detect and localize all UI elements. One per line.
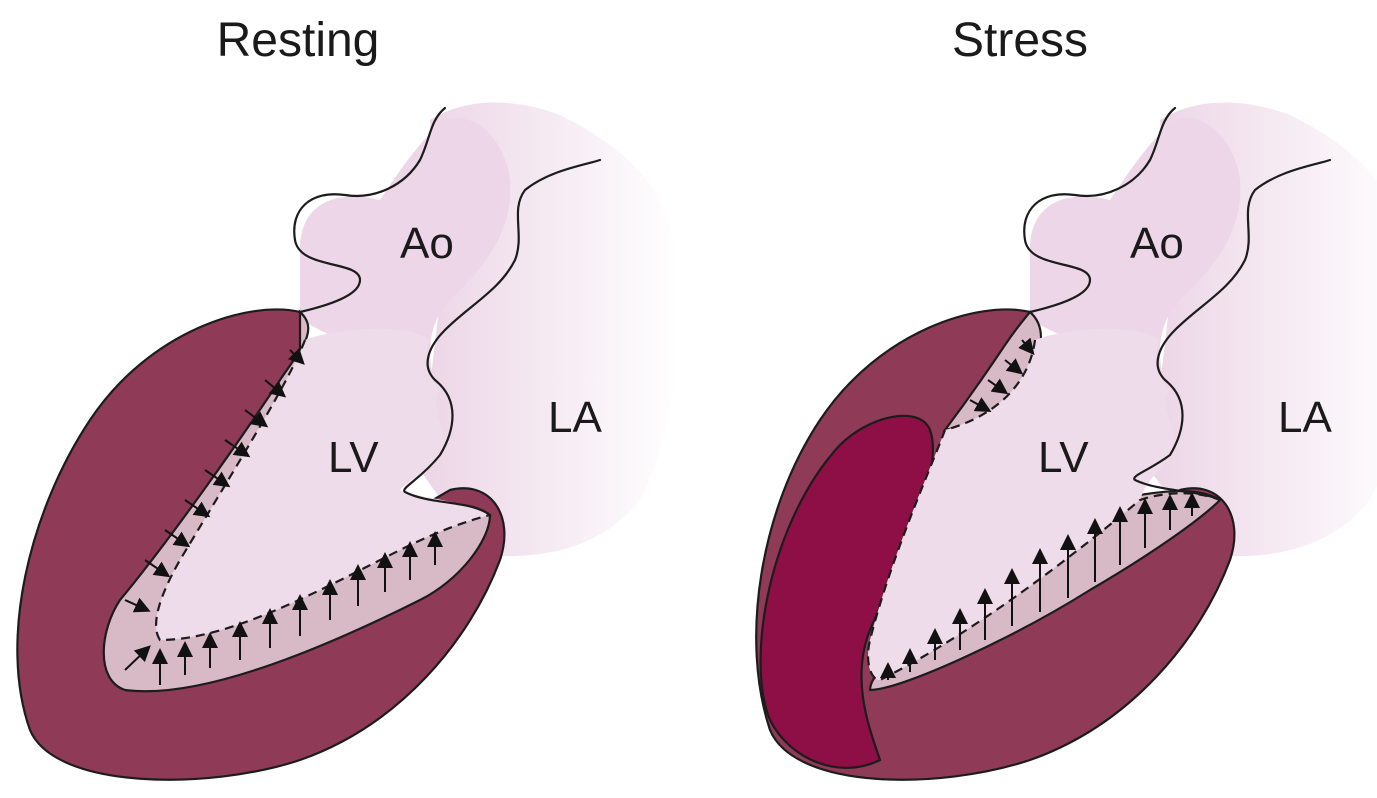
panel-stress: Stress (756, 14, 1377, 780)
label-aorta-stress: Ao (1130, 219, 1184, 268)
panel-resting: Resting (17, 14, 679, 780)
label-aorta-resting: Ao (400, 219, 454, 268)
label-left-ventricle-stress: LV (1038, 433, 1089, 482)
label-left-ventricle-resting: LV (328, 433, 379, 482)
panel-title-resting: Resting (217, 14, 380, 67)
label-left-atrium-stress: LA (1278, 393, 1332, 442)
label-left-atrium-resting: LA (548, 393, 602, 442)
panel-title-stress: Stress (952, 14, 1088, 67)
